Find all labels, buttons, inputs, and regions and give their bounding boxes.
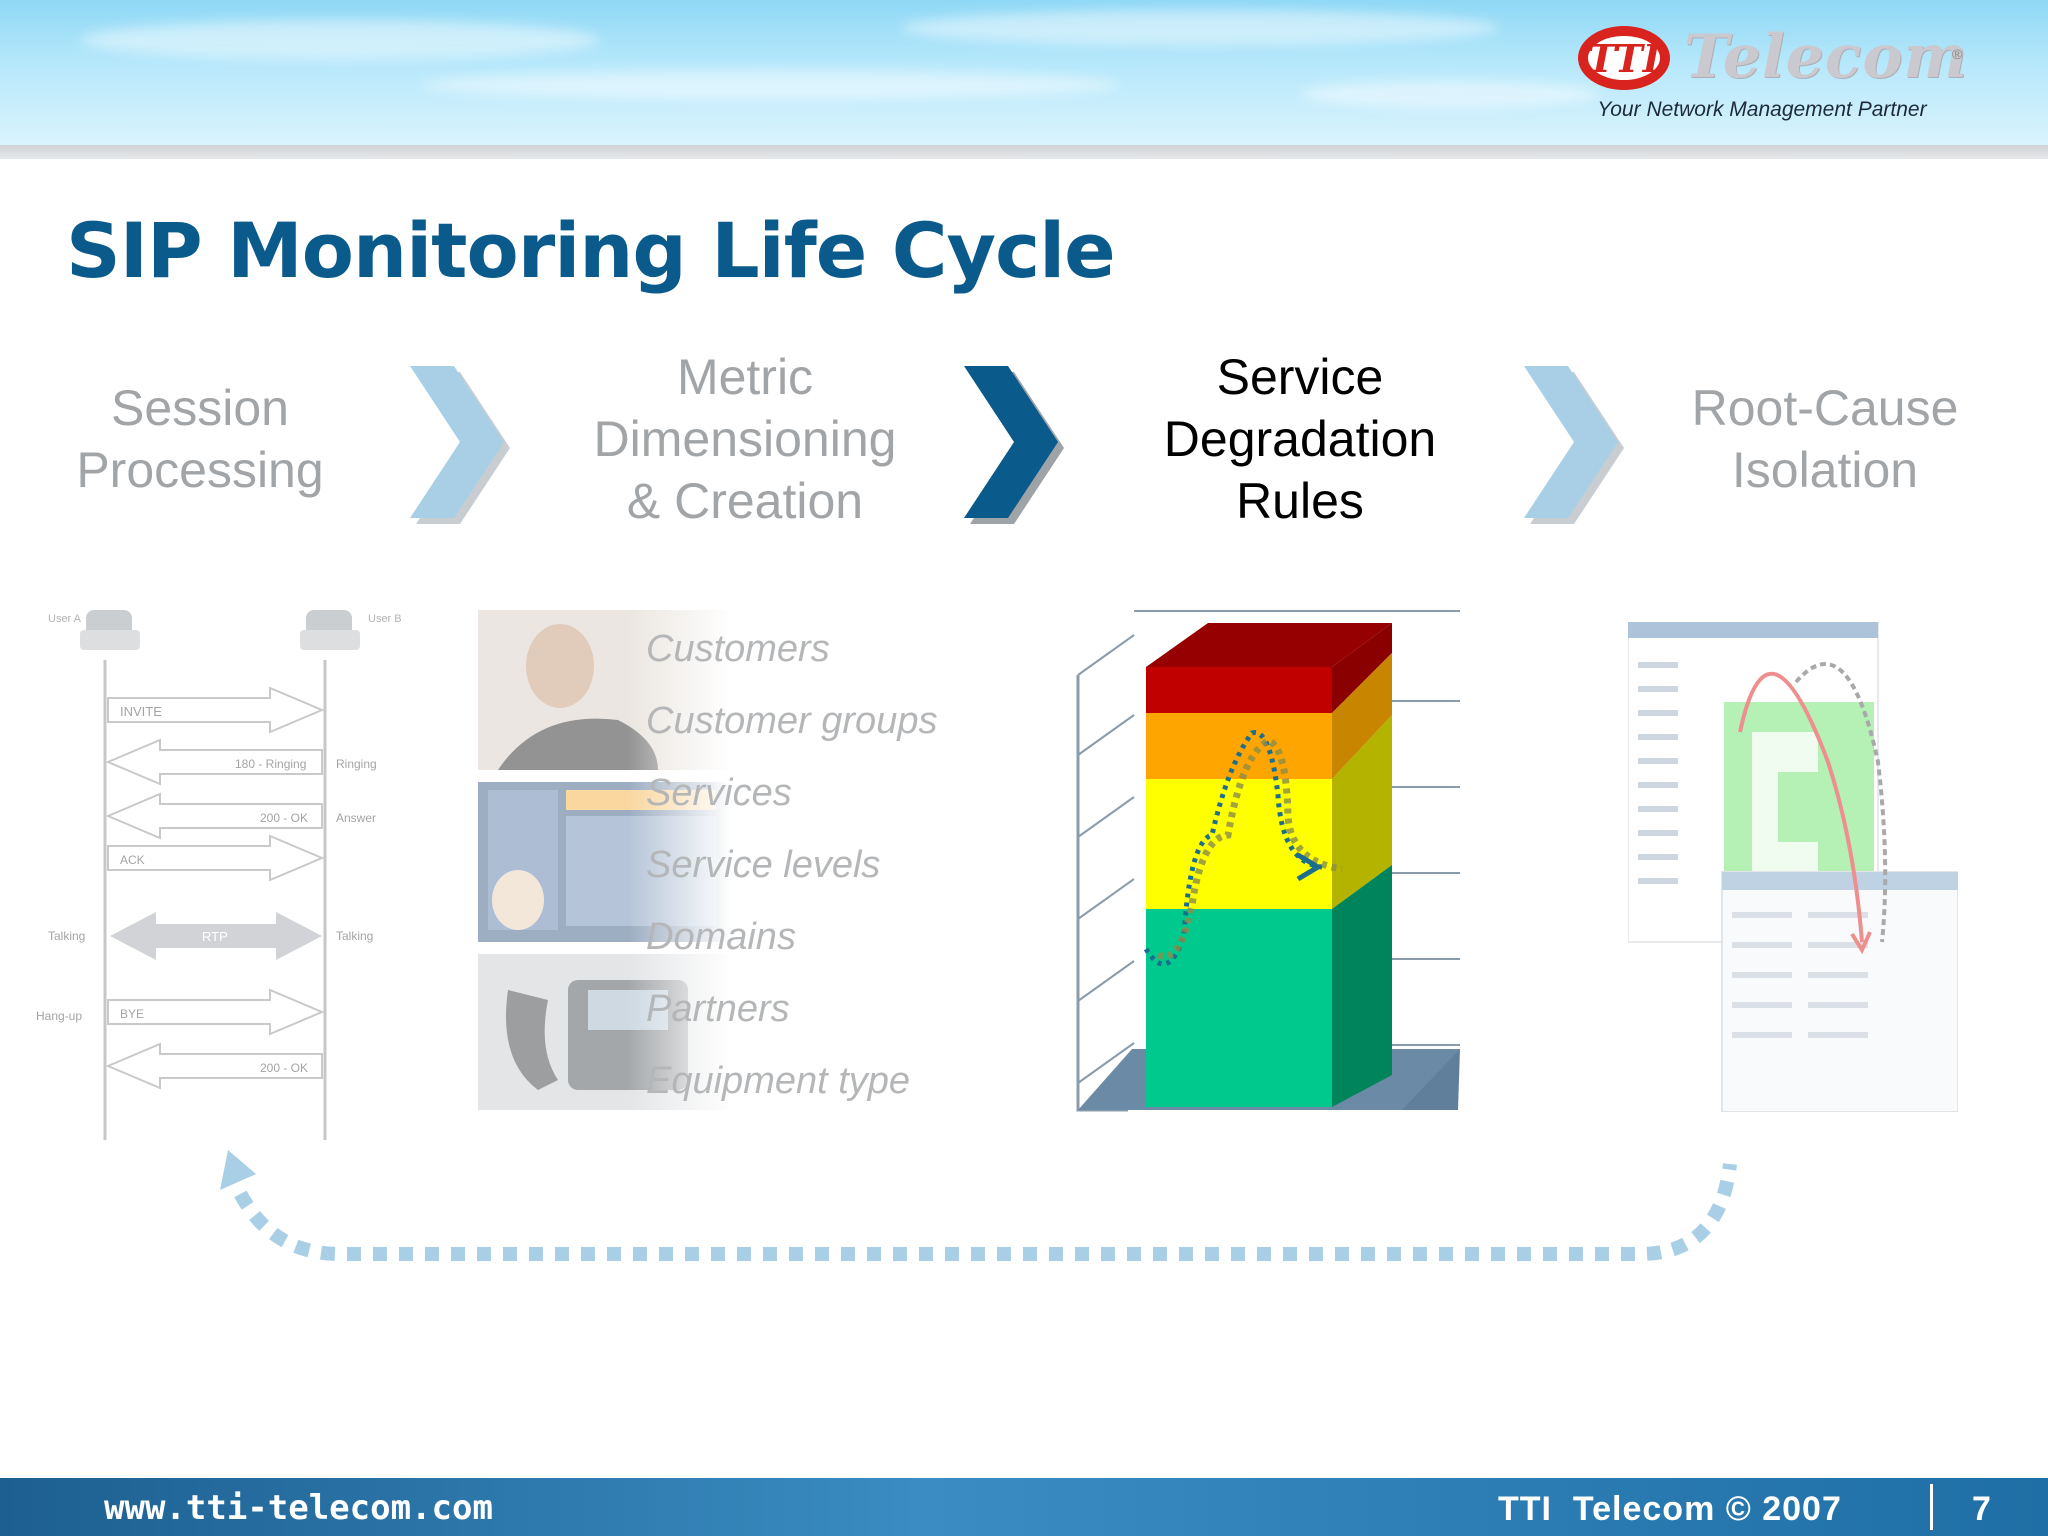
sip-message: 200 - OK [260, 811, 308, 825]
metric-item: Domains [646, 916, 796, 958]
sip-call-flow-diagram: User A User B INVITE 180 - Ringing 200 -… [36, 610, 402, 1140]
sip-note: Hang-up [36, 1009, 82, 1023]
sip-message: RTP [202, 929, 228, 944]
chevron-right-icon [410, 366, 510, 524]
page-number: 7 [1972, 1490, 1991, 1528]
header-divider [0, 145, 2048, 159]
metric-item: Partners [646, 988, 790, 1030]
user-a-label: User A [48, 613, 82, 625]
critical-band [1146, 667, 1332, 713]
metric-item: Services [646, 772, 792, 814]
metric-photo-collage [478, 610, 730, 1110]
step-session-processing: Session Processing [76, 380, 324, 498]
metric-item: Service levels [646, 844, 881, 886]
chevron-right-icon [964, 366, 1064, 524]
footer-divider [1930, 1484, 1933, 1530]
page-title: SIP Monitoring Life Cycle [66, 206, 1116, 295]
user-b-label: User B [368, 613, 402, 625]
normal-band [1146, 909, 1332, 1107]
sip-message: INVITE [120, 704, 162, 719]
return-loop-arrow [220, 1150, 1737, 1261]
logo-registered-mark: ® [1952, 46, 1963, 62]
phone-icon [80, 610, 140, 650]
metric-item: Customers [646, 628, 830, 670]
sip-note: Talking [48, 929, 85, 943]
sip-note: Answer [336, 811, 376, 825]
phone-icon [300, 610, 360, 650]
sip-message: ACK [120, 853, 145, 867]
header-band [0, 0, 2048, 145]
step-service-degradation-rules: Service Degradation Rules [1163, 349, 1437, 529]
chevron-right-icon [1524, 366, 1624, 524]
sip-note: Ringing [336, 757, 377, 771]
major-band [1146, 713, 1332, 779]
metric-item: Customer groups [646, 700, 938, 742]
svg-text:TTI: TTI [1588, 36, 1662, 81]
minor-band [1146, 779, 1332, 909]
sip-message: 200 - OK [260, 1061, 308, 1075]
step-root-cause-isolation: Root-Cause Isolation [1691, 380, 1959, 498]
tti-logo-icon: TTI [1578, 26, 1670, 90]
metric-item: Equipment type [646, 1060, 911, 1102]
footer-bar [0, 1478, 2048, 1536]
root-cause-screenshot [1628, 622, 1958, 1112]
step-metric-dimensioning: Metric Dimensioning & Creation [593, 349, 897, 529]
sip-note: Talking [336, 929, 373, 943]
degradation-threshold-chart [1076, 610, 1460, 1112]
logo-tagline: Your Network Management Partner [1597, 98, 1927, 121]
sip-message: 180 - Ringing [235, 757, 306, 771]
logo-wordmark: Telecom [1684, 22, 1968, 92]
arrow-head-icon [220, 1150, 256, 1190]
sip-message: BYE [120, 1007, 144, 1021]
footer-url-link[interactable]: www.tti-telecom.com [104, 1488, 493, 1528]
footer-copyright: TTI Telecom © 2007 [1498, 1490, 1842, 1528]
